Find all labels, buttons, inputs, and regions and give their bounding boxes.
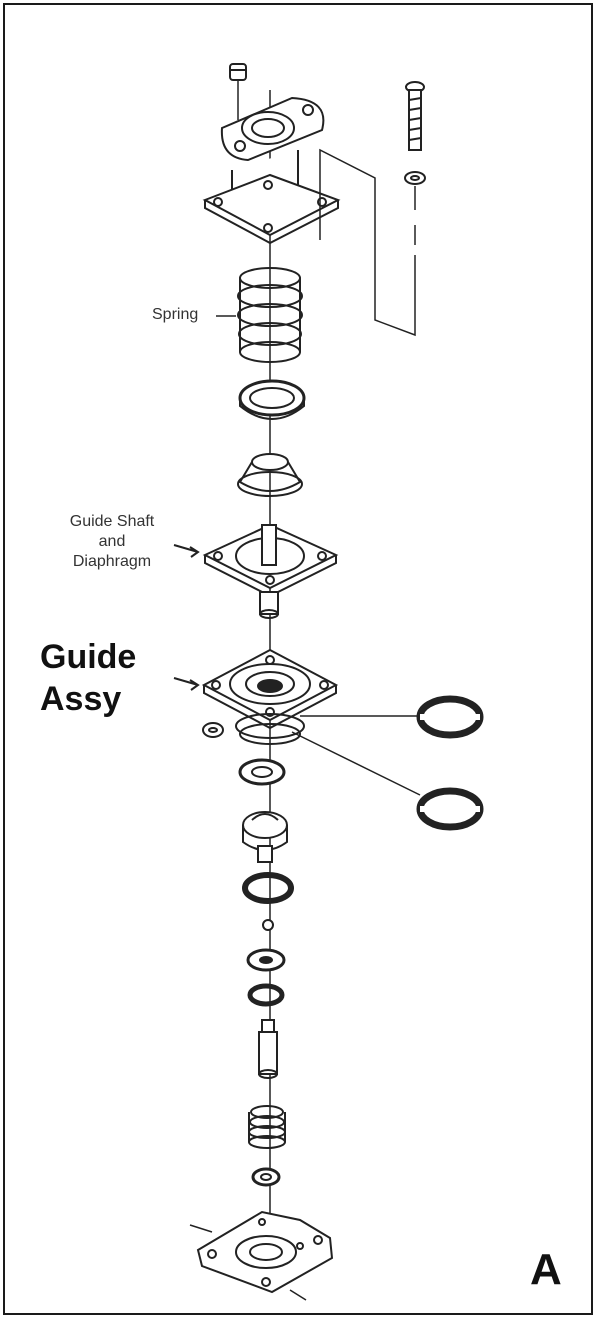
- housing: [202, 96, 341, 245]
- guide-shaft-diaphragm: [202, 523, 339, 619]
- small-spring: [248, 1105, 286, 1149]
- guide-assy-label-line1: Guide: [40, 638, 137, 676]
- guide-assy-label: Guide Assy: [40, 636, 136, 720]
- spring-retainer: [237, 453, 303, 497]
- black-oring: [242, 872, 294, 904]
- cap-plug: [229, 63, 247, 81]
- guide-shaft-label-line2: and: [98, 533, 126, 550]
- figure-letter: A: [530, 1245, 562, 1294]
- small-oring: [247, 983, 285, 1007]
- oring-bottom: [416, 787, 484, 831]
- guide-shaft-arrow: [173, 544, 200, 558]
- ball: [262, 919, 274, 931]
- base-plate: [189, 1210, 334, 1301]
- valve-body: [242, 811, 288, 863]
- oring-top: [416, 695, 484, 739]
- plunger: [258, 1019, 278, 1079]
- seal: [246, 948, 286, 972]
- guide-shaft-diaphragm-label: Guide Shaft and Diaphragm: [44, 512, 180, 572]
- guide-assy-label-line2: Assy: [40, 680, 122, 718]
- small-retainer: [251, 1167, 281, 1187]
- guide-assy-arrow: [173, 677, 200, 691]
- guide-assembly: [201, 648, 339, 745]
- guide-shaft-label-line3: Diaphragm: [72, 553, 152, 570]
- alignment-line: [319, 148, 416, 337]
- spring-seat-ring: [238, 379, 306, 420]
- screw: [404, 81, 426, 262]
- washer: [238, 758, 286, 786]
- oring-leader-bottom: [291, 731, 421, 796]
- spring: [237, 267, 303, 363]
- guide-shaft-label-line1: Guide Shaft: [69, 513, 155, 530]
- spring-label: Spring: [152, 306, 199, 323]
